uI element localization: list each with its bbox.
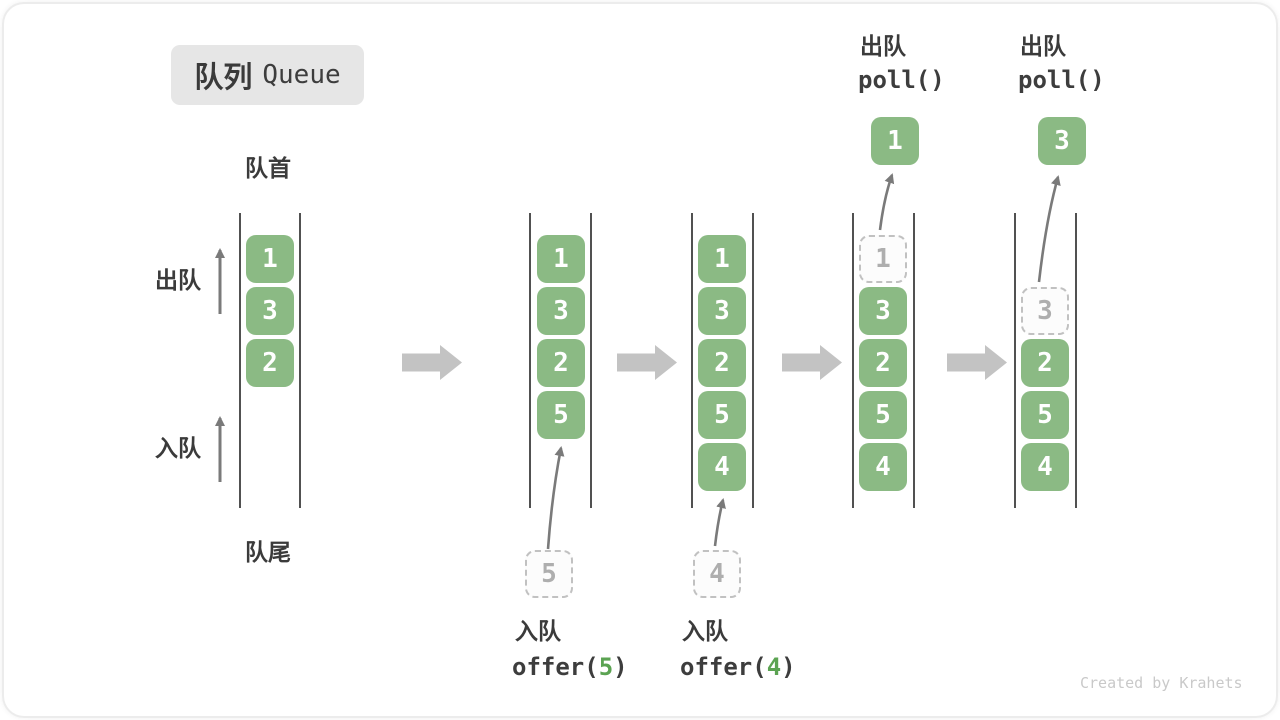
queue3-cell: 5	[698, 391, 746, 439]
offer-call-label: offer(5)	[512, 654, 628, 680]
queue4-cell: 2	[859, 339, 907, 387]
queue5-wall-right	[1075, 213, 1077, 508]
step-arrow-icon	[782, 345, 842, 380]
queue5-cell: 5	[1021, 391, 1069, 439]
queue5-wall-left	[1014, 213, 1016, 508]
queue2-cell: 2	[537, 339, 585, 387]
offer-fn: offer(	[512, 653, 599, 681]
polled-value-box: 3	[1038, 117, 1086, 165]
offer-fn: offer(	[680, 653, 767, 681]
queue3-cell: 3	[698, 287, 746, 335]
incoming-value-box: 4	[693, 550, 741, 598]
queue1-cell: 2	[246, 339, 294, 387]
queue1-cell: 1	[246, 235, 294, 283]
removed-value-box: 1	[859, 235, 907, 283]
queue3-cell: 2	[698, 339, 746, 387]
removed-value-box: 3	[1021, 287, 1069, 335]
queue3-wall-right	[752, 213, 754, 508]
queue4-cell: 5	[859, 391, 907, 439]
dequeue-step-label: 出队	[1020, 33, 1066, 59]
poll-call-label: poll()	[858, 66, 945, 94]
enqueue-step-label: 入队	[515, 618, 561, 644]
queue3-cell: 4	[698, 443, 746, 491]
enqueue-step-label: 入队	[682, 618, 728, 644]
incoming-value-box: 5	[525, 550, 573, 598]
queue5-cell: 2	[1021, 339, 1069, 387]
queue4-cell: 4	[859, 443, 907, 491]
offer-arg: 5	[598, 653, 614, 681]
watermark: Created by Krahets	[1080, 674, 1243, 692]
queue5-cell: 4	[1021, 443, 1069, 491]
queue4-wall-left	[852, 213, 854, 508]
queue-rear-label: 队尾	[245, 539, 291, 565]
queue2-wall-left	[529, 213, 531, 508]
title-en: Queue	[262, 60, 341, 90]
step-arrow-icon	[402, 345, 462, 380]
queue3-cell: 1	[698, 235, 746, 283]
enqueue-curved-arrow-icon	[546, 446, 565, 550]
queue-front-label: 队首	[245, 155, 291, 181]
queue1-wall-left	[239, 213, 241, 508]
queue2-cell: 5	[537, 391, 585, 439]
queue1-wall-right	[299, 213, 301, 508]
poll-call-label: poll()	[1018, 66, 1105, 94]
dequeue-label: 出队	[155, 267, 201, 293]
queue2-wall-right	[590, 213, 592, 508]
dequeue-curved-arrow-icon	[878, 173, 895, 231]
polled-value-box: 1	[871, 117, 919, 165]
diagram-title: 队列 Queue	[171, 45, 364, 105]
title-zh: 队列	[194, 62, 253, 94]
queue4-wall-right	[913, 213, 915, 508]
queue4-cell: 3	[859, 287, 907, 335]
step-arrow-icon	[947, 345, 1007, 380]
offer-close: )	[781, 653, 796, 681]
offer-call-label: offer(4)	[680, 654, 796, 680]
enqueue-label: 入队	[155, 435, 201, 461]
queue1-cell: 3	[246, 287, 294, 335]
enqueue-curved-arrow-icon	[713, 498, 726, 547]
step-arrow-icon	[617, 345, 677, 380]
queue3-wall-left	[691, 213, 693, 508]
offer-arg: 4	[766, 653, 782, 681]
offer-close: )	[613, 653, 628, 681]
queue2-cell: 1	[537, 235, 585, 283]
dequeue-curved-arrow-icon	[1037, 175, 1061, 283]
dequeue-step-label: 出队	[860, 33, 906, 59]
queue2-cell: 3	[537, 287, 585, 335]
